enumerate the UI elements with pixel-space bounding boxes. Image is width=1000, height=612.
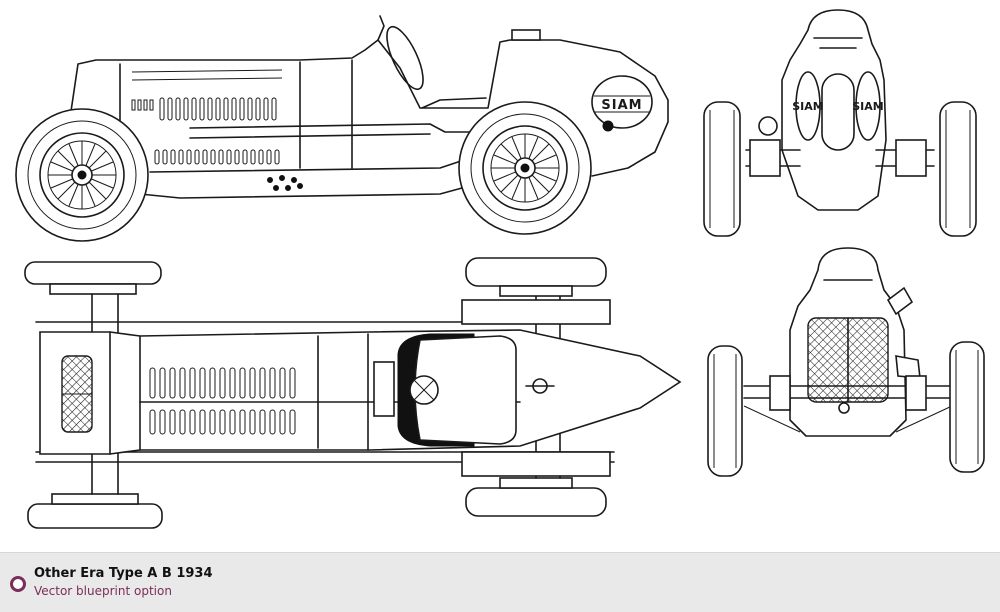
caption-subtitle[interactable]: Vector blueprint option: [34, 584, 172, 598]
rear-view: [707, 247, 985, 477]
side-view: SIAM: [15, 15, 669, 242]
blueprint-drawing: SIAM SIAM SIAM: [15, 9, 985, 529]
caption-title: Other Era Type A B 1934: [34, 566, 213, 581]
caption-bar: Other Era Type A B 1934 Vector blueprint…: [0, 552, 1000, 612]
nose-badge-label: SIAM: [601, 98, 642, 113]
top-view: [24, 257, 682, 529]
front-view: SIAM SIAM: [703, 9, 977, 237]
front-badge-right: SIAM: [852, 100, 883, 113]
front-badge-left: SIAM: [792, 100, 823, 113]
caption-bullet-icon: [10, 576, 26, 592]
